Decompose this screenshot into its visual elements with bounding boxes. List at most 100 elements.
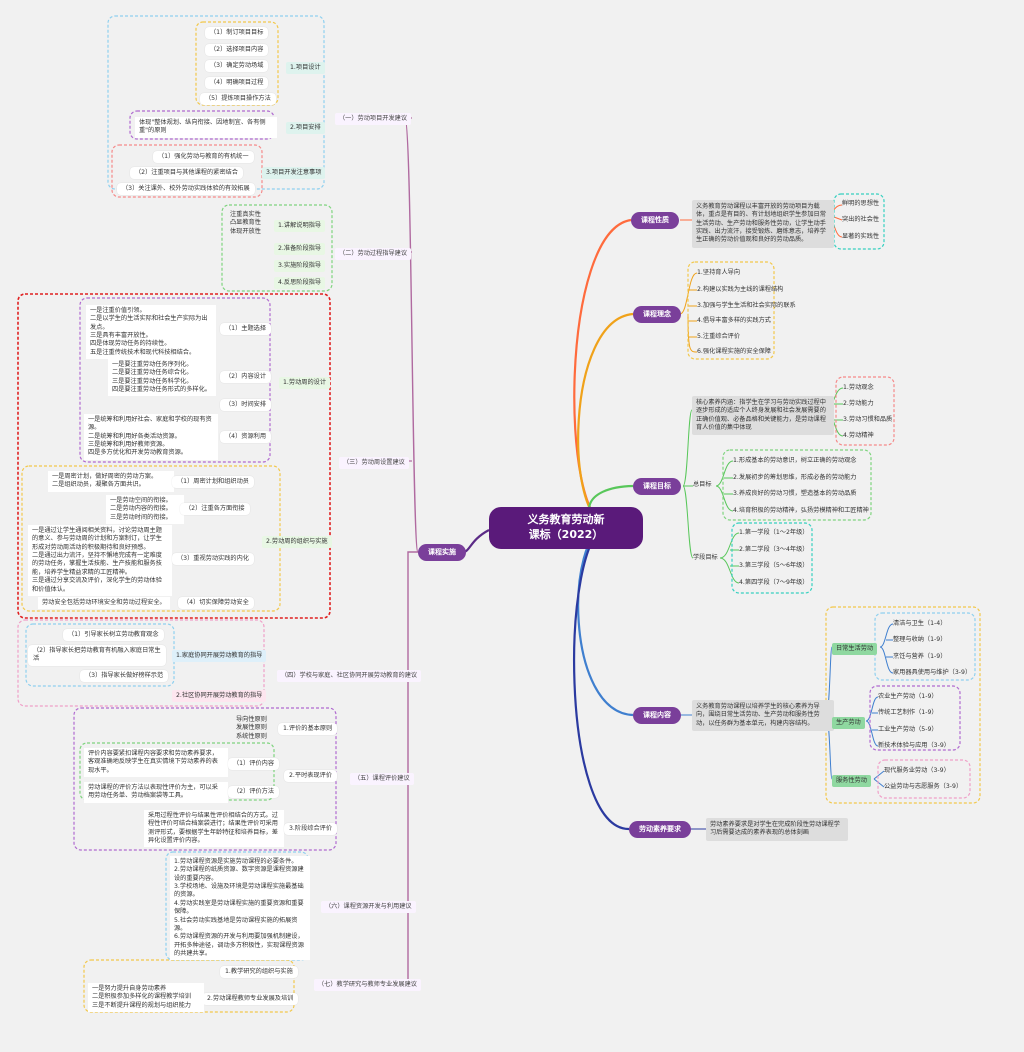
s5-principle-text: 导向性原则 发展性原则 系统性原则 <box>236 716 267 740</box>
s3-safety: （4）切实保障劳动安全 <box>178 597 254 610</box>
overall-goal-3: 3.养成良好的劳动习惯，塑造基本的劳动品质 <box>733 490 857 497</box>
connector-line <box>715 460 734 512</box>
group-frame <box>221 204 333 292</box>
nature-desc: 义务教育劳动课程以丰富开放的劳动项目为载体，重点是有目的、有计划地组织学生参加日… <box>692 200 834 248</box>
branch-idea[interactable]: 课程理念 <box>633 306 681 324</box>
group-frame <box>79 742 275 801</box>
stage-goal-1: 1.第一学段（1～2年级） <box>739 529 809 536</box>
idea-item-1: 1.坚持育人导向 <box>697 269 741 276</box>
group-frame <box>107 15 325 190</box>
service-item-1: 现代服务业劳动（3-9） <box>884 767 950 774</box>
connector-line <box>404 117 419 553</box>
branch-nature[interactable]: 课程性质 <box>631 212 679 230</box>
stage-goal-4: 4.第四学段（7～9年级） <box>739 579 809 586</box>
s7-label[interactable]: （七）教学研究与教师专业发展建议 <box>314 979 421 992</box>
s1-design-item-2: （2）选择项目内容 <box>205 44 269 57</box>
branch-content[interactable]: 课程内容 <box>633 707 681 725</box>
s5-principle: 1.评价的基本原则 <box>278 723 338 736</box>
s3-theme: （1）主题选择 <box>220 323 272 336</box>
s2-item-3: 3.实施阶段指导 <box>274 260 326 273</box>
group-frame <box>874 612 976 681</box>
s5-daily: 2.平时表现评价 <box>284 770 338 783</box>
s3-resource-text: 一是统筹和利用好社会、家庭和学校的现有资源。 二是统筹和利用好各类活动资源。 三… <box>84 414 218 460</box>
connector-line <box>719 532 740 584</box>
idea-item-3: 3.加强与学生生活和社会实际的联系 <box>697 302 796 309</box>
s1-notes: 3.项目开发注意事项 <box>262 167 326 180</box>
s3-plan: （1）周密计划和组织动员 <box>172 476 254 489</box>
branch-implementation[interactable]: 课程实施 <box>418 544 466 562</box>
connector-line <box>577 312 634 527</box>
s1-design-item-4: （4）明确项目过程 <box>205 77 269 90</box>
s1-design-item-3: （3）确定劳动场域 <box>205 60 269 73</box>
service-item-2: 公益劳动与志愿服务（3-9） <box>884 783 963 790</box>
s3-implement: 2.劳动周的组织与实施 <box>262 536 332 549</box>
s3-design: 1.劳动周的设计 <box>279 377 331 390</box>
s5-stage-text: 采用过程性评价与结果性评价相结合的方式。过程性评价可结合档案袋进行；结果性评价可… <box>144 810 284 848</box>
s2-item-2: 2.准备阶段指导 <box>274 243 326 256</box>
overall-goal-1: 1.形成基本的劳动意识，树立正确的劳动观念 <box>733 457 857 464</box>
prod-item-4: 新技术体验与应用（3-9） <box>878 742 950 749</box>
prod-item-3: 工业生产劳动（5-9） <box>878 726 938 733</box>
overall-goal-2: 2.发展初步的筹划思维，形成必备的劳动能力 <box>733 474 857 481</box>
idea-item-5: 5.注重综合评价 <box>697 333 741 340</box>
stage-goal-label: 学段目标 <box>693 554 718 561</box>
stage-goal-3: 3.第三学段（5～6年级） <box>739 562 809 569</box>
s3-safety-text: 劳动安全包括劳动环境安全和劳动过程安全。 <box>38 597 170 610</box>
idea-item-6: 6.强化课程实施的安全保障 <box>697 348 771 355</box>
s3-link: （2）注重各方面衔接 <box>180 503 250 516</box>
daily-item-3: 烹饪与营养（1-9） <box>893 653 947 660</box>
core-item-3: 3.劳动习惯和品质 <box>843 416 893 423</box>
s4-family-item-3: （3）指导家长做好榜样示范 <box>80 670 169 683</box>
group-frame <box>877 759 971 799</box>
s1-design-item-5: （5）提炼项目操作方法 <box>200 93 276 106</box>
connector-line <box>399 551 418 985</box>
s1-notes-item-2: （2）注重项目与其他课程的紧密结合 <box>130 167 243 180</box>
s4-family: 1.家庭协同开展劳动教育的指导 <box>172 650 267 663</box>
core-item-1: 1.劳动观念 <box>843 384 874 391</box>
prod-item-2: 传统工艺制作（1-9） <box>878 709 938 716</box>
stage-goal-2: 2.第二学段（3～4年级） <box>739 546 809 553</box>
s4-label[interactable]: （四）学校与家庭、社区协同开展劳动教育的建议 <box>277 670 422 683</box>
overall-goal-label: 总目标 <box>693 481 712 488</box>
s3-theme-text: 一是注重价值引领。 二是以学生的生活实际和社会生产实际为出发点。 三是具有丰富开… <box>86 305 216 360</box>
s6-label[interactable]: （六）课程资源开发与利用建议 <box>321 901 416 914</box>
group-frame <box>17 619 265 707</box>
content-desc: 义务教育劳动课程以培养学生的核心素养为导向，围绕日常生活劳动、生产劳动和服务性劳… <box>692 700 834 732</box>
s2-item-1: 1.讲解说明指导 <box>274 220 326 233</box>
s5-label[interactable]: （五）课程评价建议 <box>350 773 414 786</box>
s1-notes-item-3: （3）关注课外、校外劳动实践体验的有效拓展 <box>117 183 255 196</box>
branch-quality[interactable]: 劳动素养要求 <box>629 821 691 839</box>
nature-trait-1: 鲜明的思想性 <box>842 200 880 207</box>
s3-content: （2）内容设计 <box>220 371 272 384</box>
s3-resource: （4）资源利用 <box>220 431 272 444</box>
s2-label[interactable]: （二）劳动过程指导建议 <box>335 248 412 261</box>
s1-design-item-1: （1）制订项目目标 <box>205 27 269 40</box>
branch-goal[interactable]: 课程目标 <box>633 478 681 496</box>
group-frame <box>833 193 885 250</box>
core-item-2: 2.劳动能力 <box>843 400 874 407</box>
s1-label[interactable]: （一）劳动项目开发建议 <box>335 113 412 126</box>
connector-line <box>573 523 630 831</box>
s3-label[interactable]: （三）劳动周设置建议 <box>339 457 409 470</box>
group-frame <box>869 685 961 751</box>
nature-trait-2: 突出的社会性 <box>842 216 880 223</box>
s2-note: 注重真实性 凸显教育性 体现开放性 <box>230 211 261 235</box>
content-group-service: 服务性劳动 <box>832 775 871 788</box>
central-topic[interactable]: 义务教育劳动新 课标（2022） <box>489 507 643 549</box>
goal-core-desc: 核心素养内涵：指学生在学习与劳动实践过程中逐步形成的适应个人终身发展和社会发展需… <box>692 396 834 436</box>
connector-line <box>825 387 844 437</box>
s1-arrange-text: 体现"整体规划、纵向衔接、因地制宜、各有侧重"的原则 <box>135 117 277 138</box>
s5-daily-content: （1）评价内容 <box>228 758 280 771</box>
idea-item-2: 2.构建以实践为主线的课程结构 <box>697 286 784 293</box>
s5-stage: 3.阶段综合评价 <box>284 823 338 836</box>
s3-content-text: 一是要注重劳动任务序列化。 二是要注重劳动任务综合化。 三是要注重劳动任务科学化… <box>108 359 216 397</box>
s4-community: 2.社区协同开展劳动教育的指导 <box>172 690 267 703</box>
daily-item-2: 整理与收纳（1-9） <box>893 636 947 643</box>
content-group-production: 生产劳动 <box>832 717 865 730</box>
group-frame <box>731 522 813 594</box>
quality-desc: 劳动素养要求是对学生在完成阶段性劳动课程学习后需要达成的素养表现的总体刻画 <box>706 818 848 841</box>
s1-design: 1.项目设计 <box>286 62 325 75</box>
connector-line <box>865 696 879 747</box>
daily-item-4: 家用器具使用与维护（3-9） <box>893 669 972 676</box>
